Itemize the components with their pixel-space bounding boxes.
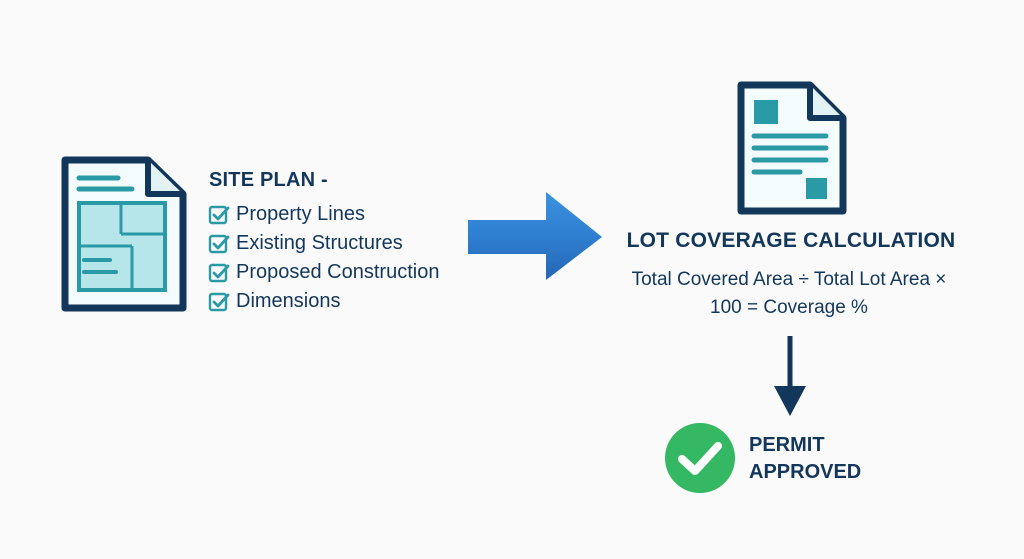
checklist-item: Property Lines [208,200,439,229]
check-circle-icon [665,423,735,493]
checklist-item-label: Existing Structures [236,232,403,254]
formula-line-2: 100 = Coverage % [710,297,868,318]
site-plan-checklist: Property Lines Existing Structures Propo… [208,200,439,316]
right-arrow-icon [468,192,602,280]
checklist-item: Existing Structures [208,229,439,258]
checkbox-checked-icon [208,234,230,253]
down-arrow-icon [774,336,806,416]
checkbox-checked-icon [208,205,230,224]
checklist-item-label: Property Lines [236,203,365,225]
formula-line-1: Total Covered Area ÷ Total Lot Area × [631,269,947,290]
checklist-item: Proposed Construction [208,258,439,287]
checkbox-checked-icon [208,292,230,311]
checklist-item-label: Proposed Construction [236,261,440,283]
calculation-formula: Total Covered Area ÷ Total Lot Area × 10… [596,266,982,322]
approval-status: PERMIT APPROVED [749,432,861,486]
checkbox-checked-icon [208,263,230,282]
site-plan-document-icon [61,156,187,312]
checklist-item: Dimensions [208,287,439,316]
calculation-title: LOT COVERAGE CALCULATION [626,229,956,252]
approval-line-1: PERMIT [749,434,825,456]
site-plan-title: SITE PLAN - [209,169,328,191]
checklist-item-label: Dimensions [236,290,341,312]
report-document-icon [737,81,847,215]
approval-line-2: APPROVED [749,461,862,483]
